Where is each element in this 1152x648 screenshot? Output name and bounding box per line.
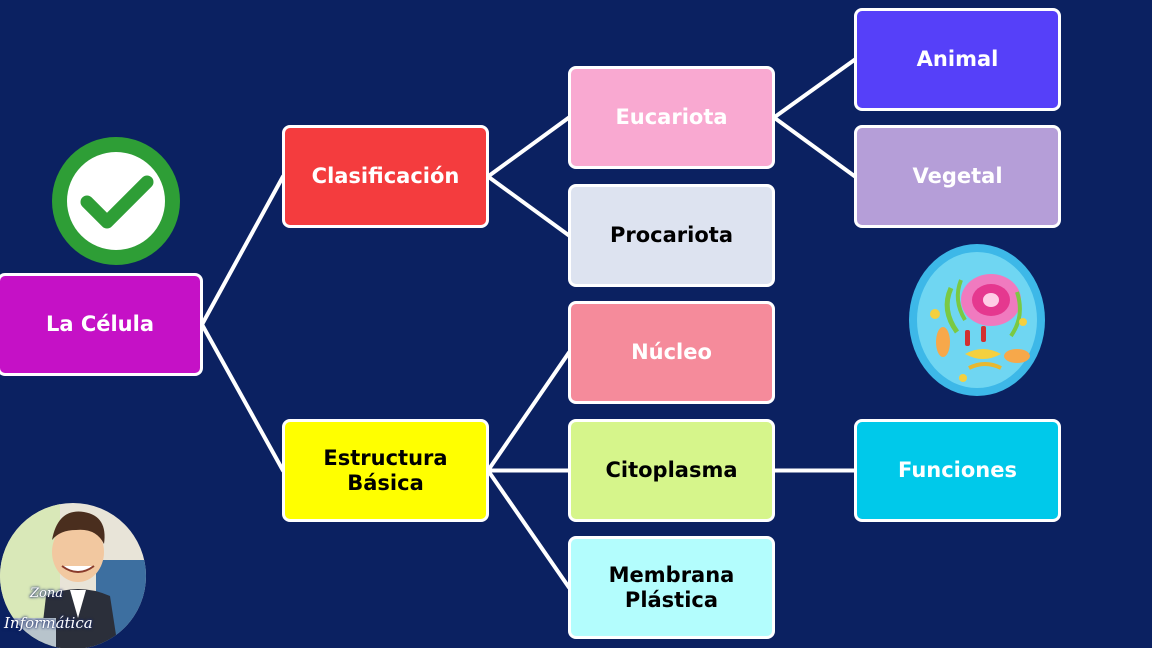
connector-root-structure (200, 322, 285, 473)
avatar-label-zona: Zona (30, 586, 63, 601)
node-estructura-basica: Estructura Básica (282, 419, 489, 522)
node-clasificacion: Clasificación (282, 125, 489, 228)
connector-eukaryote-animal (772, 57, 857, 120)
connector-structure-membrane (486, 468, 571, 590)
node-vegetal: Vegetal (854, 125, 1061, 228)
node-eucariota: Eucariota (568, 66, 775, 169)
node-nucleo: Núcleo (568, 301, 775, 404)
avatar-illustration (0, 503, 146, 648)
node-animal: Animal (854, 8, 1061, 111)
connector-eukaryote-plant (772, 115, 857, 179)
avatar-logo: Zona Informática (0, 500, 146, 648)
connector-structure-nucleus (486, 350, 571, 473)
connector-classification-eukaryote (486, 115, 571, 179)
avatar-label-informatica: Informática (4, 614, 93, 632)
node-funciones: Funciones (854, 419, 1061, 522)
node-membrana-plastica: Membrana Plástica (568, 536, 775, 639)
connector-root-classification (200, 174, 285, 327)
check-circle-icon (52, 137, 180, 265)
connector-classification-prokaryote (486, 174, 571, 238)
node-la-celula: La Célula (0, 273, 203, 376)
node-procariota: Procariota (568, 184, 775, 287)
animal-cell-illustration (909, 244, 1045, 396)
node-citoplasma: Citoplasma (568, 419, 775, 522)
